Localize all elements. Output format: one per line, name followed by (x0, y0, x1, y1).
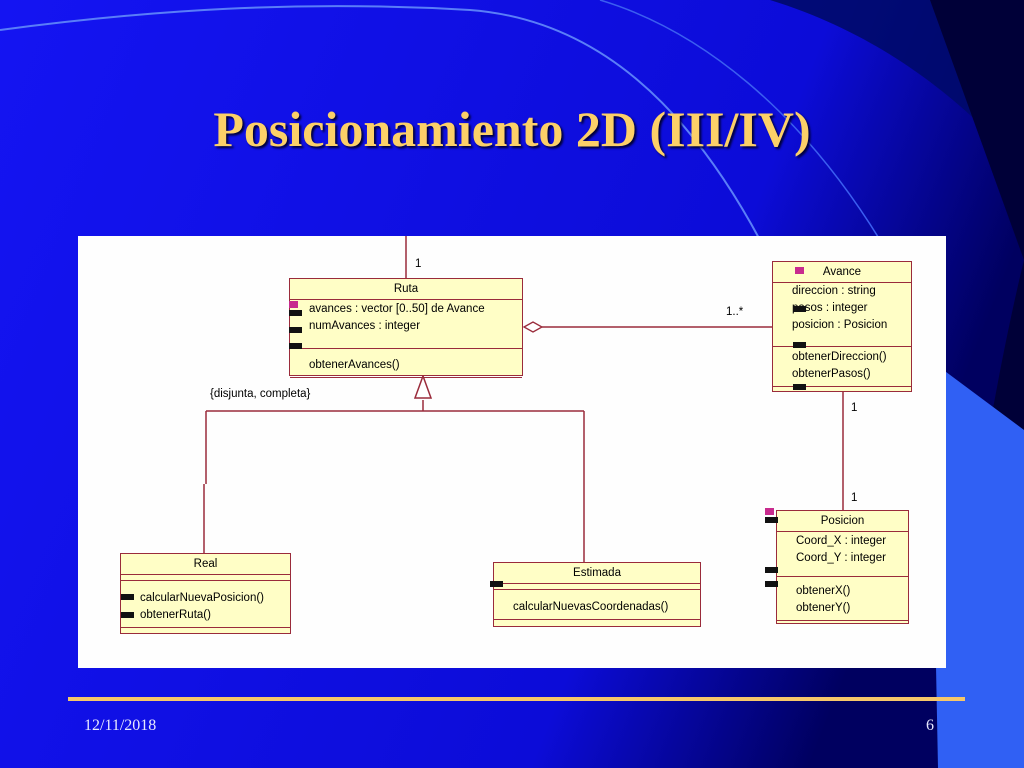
operation: obtenerRuta() (140, 609, 211, 621)
class-posicion-name: Posicion (777, 511, 908, 532)
class-real-name: Real (121, 554, 290, 575)
operation: obtenerAvances() (309, 359, 400, 371)
multiplicity-label: 1..* (726, 306, 744, 318)
attribute: avances : vector [0..50] de Avance (309, 303, 485, 315)
generalization-constraint-label: {disjunta, completa} (210, 388, 311, 400)
class-icon (795, 267, 804, 274)
uml-diagram-panel: Ruta avances : vector [0..50] de Avance … (78, 236, 946, 668)
uml-connectors (203, 236, 844, 562)
page-number: 6 (926, 717, 934, 734)
operation: obtenerX() (796, 585, 851, 597)
attribute: Coord_X : integer (796, 535, 887, 547)
class-avance-attributes: direccion : string pasos : integer posic… (773, 283, 911, 347)
class-real-operations: calcularNuevaPosicion() obtenerRuta() (121, 581, 290, 628)
operation: obtenerY() (796, 602, 851, 614)
class-posicion[interactable]: Posicion Coord_X : integer Coord_Y : int… (765, 508, 909, 624)
class-estimada-operations: calcularNuevasCoordenadas() (494, 590, 700, 620)
class-ruta[interactable]: Ruta avances : vector [0..50] de Avance … (289, 278, 523, 378)
class-posicion-attributes: Coord_X : integer Coord_Y : integer (777, 532, 908, 577)
operation: calcularNuevaPosicion() (140, 592, 264, 604)
attribute: posicion : Posicion (792, 319, 888, 331)
class-avance-operations: obtenerDireccion() obtenerPasos() (773, 347, 911, 387)
attribute-visibility-icon (793, 342, 806, 348)
slide-title: Posicionamiento 2D (III/IV) (213, 101, 811, 157)
multiplicity-label: 1 (415, 258, 422, 270)
attribute: pasos : integer (792, 302, 868, 314)
operation: obtenerPasos() (792, 368, 871, 380)
attribute-visibility-icon (793, 306, 806, 312)
class-icon (765, 508, 774, 515)
aggregation-diamond (522, 321, 544, 333)
attribute: numAvances : integer (309, 320, 421, 332)
operation-visibility-icon (121, 612, 134, 618)
class-estimada[interactable]: Estimada calcularNuevasCoordenadas() (490, 562, 701, 627)
operation: obtenerDireccion() (792, 351, 887, 363)
class-ruta-operations: obtenerAvances() (290, 349, 522, 378)
attribute-visibility-icon (289, 301, 298, 308)
class-icon (765, 517, 778, 523)
class-avance-name: Avance (773, 262, 911, 283)
class-real-attributes (121, 575, 290, 581)
attribute: Coord_Y : integer (796, 552, 886, 564)
attribute: direccion : string (792, 285, 876, 297)
class-ruta-name: Ruta (290, 279, 522, 300)
class-ruta-attributes: avances : vector [0..50] de Avance numAv… (290, 300, 522, 349)
footer-date: 12/11/2018 (84, 717, 157, 734)
multiplicity-label: 1 (851, 402, 858, 414)
class-estimada-name: Estimada (494, 563, 700, 584)
class-real[interactable]: Real calcularNuevaPosicion() obtenerRuta… (120, 553, 291, 634)
class-icon (121, 594, 134, 600)
class-posicion-operations: obtenerX() obtenerY() (777, 577, 908, 621)
attribute-visibility-icon (765, 567, 778, 573)
operation: calcularNuevasCoordenadas() (513, 601, 669, 613)
operation-visibility-icon (793, 384, 806, 390)
class-avance[interactable]: Avance direccion : string pasos : intege… (772, 261, 912, 392)
attribute-visibility-icon (289, 310, 302, 316)
class-estimada-attributes (494, 584, 700, 590)
generalization-triangle (413, 373, 433, 399)
class-icon (490, 581, 503, 587)
operation-visibility-icon (765, 581, 778, 587)
attribute-visibility-icon (289, 327, 302, 333)
operation-visibility-icon (289, 343, 302, 349)
footer-divider (68, 697, 965, 701)
multiplicity-label: 1 (851, 492, 858, 504)
